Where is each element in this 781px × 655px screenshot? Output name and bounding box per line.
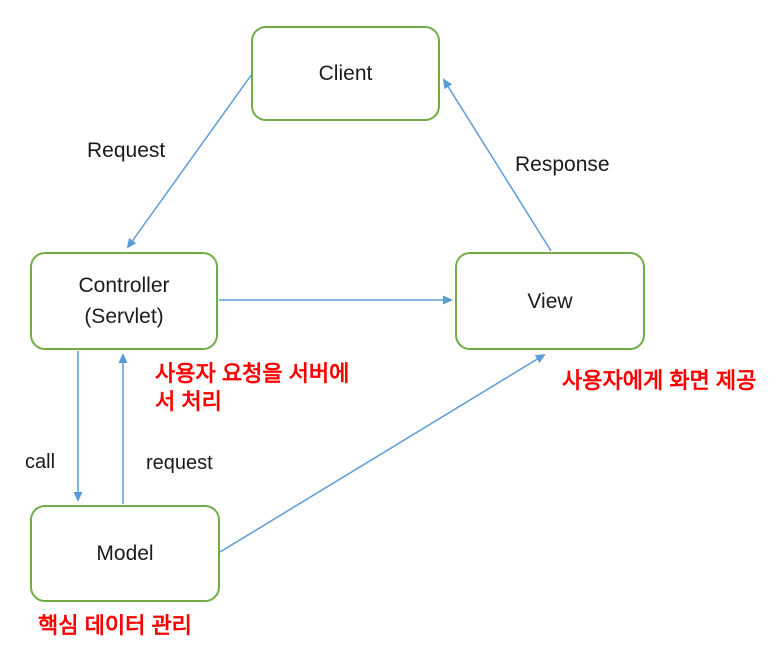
edge-label-request: Request [87,139,166,162]
annotation-controller-note: 사용자 요청을 서버에 서 처리 [155,360,349,416]
node-model-label: Model [96,542,154,565]
edge-label-call: call [25,451,56,473]
edge-label-request-up: request [146,452,213,474]
node-view-label: View [527,289,573,313]
annotation-controller-line2: 서 처리 [155,389,222,414]
arrow-client-to-controller [126,73,253,249]
node-view: View [455,252,645,350]
node-model: Model [30,505,220,602]
annotation-view-note: 사용자에게 화면 제공 [562,368,757,393]
annotation-model-note: 핵심 데이터 관리 [38,613,192,638]
node-controller: Controller (Servlet) [30,252,218,350]
node-controller-label: Controller [78,274,170,297]
node-client-label: Client [318,62,373,85]
edge-label-response: Response [515,153,610,176]
arrow-view-to-client [442,78,552,252]
arrow-model-to-view [219,353,546,553]
node-client: Client [251,26,440,121]
node-controller-sublabel: (Servlet) [84,305,164,328]
annotation-controller-line1: 사용자 요청을 서버에 [155,361,350,386]
